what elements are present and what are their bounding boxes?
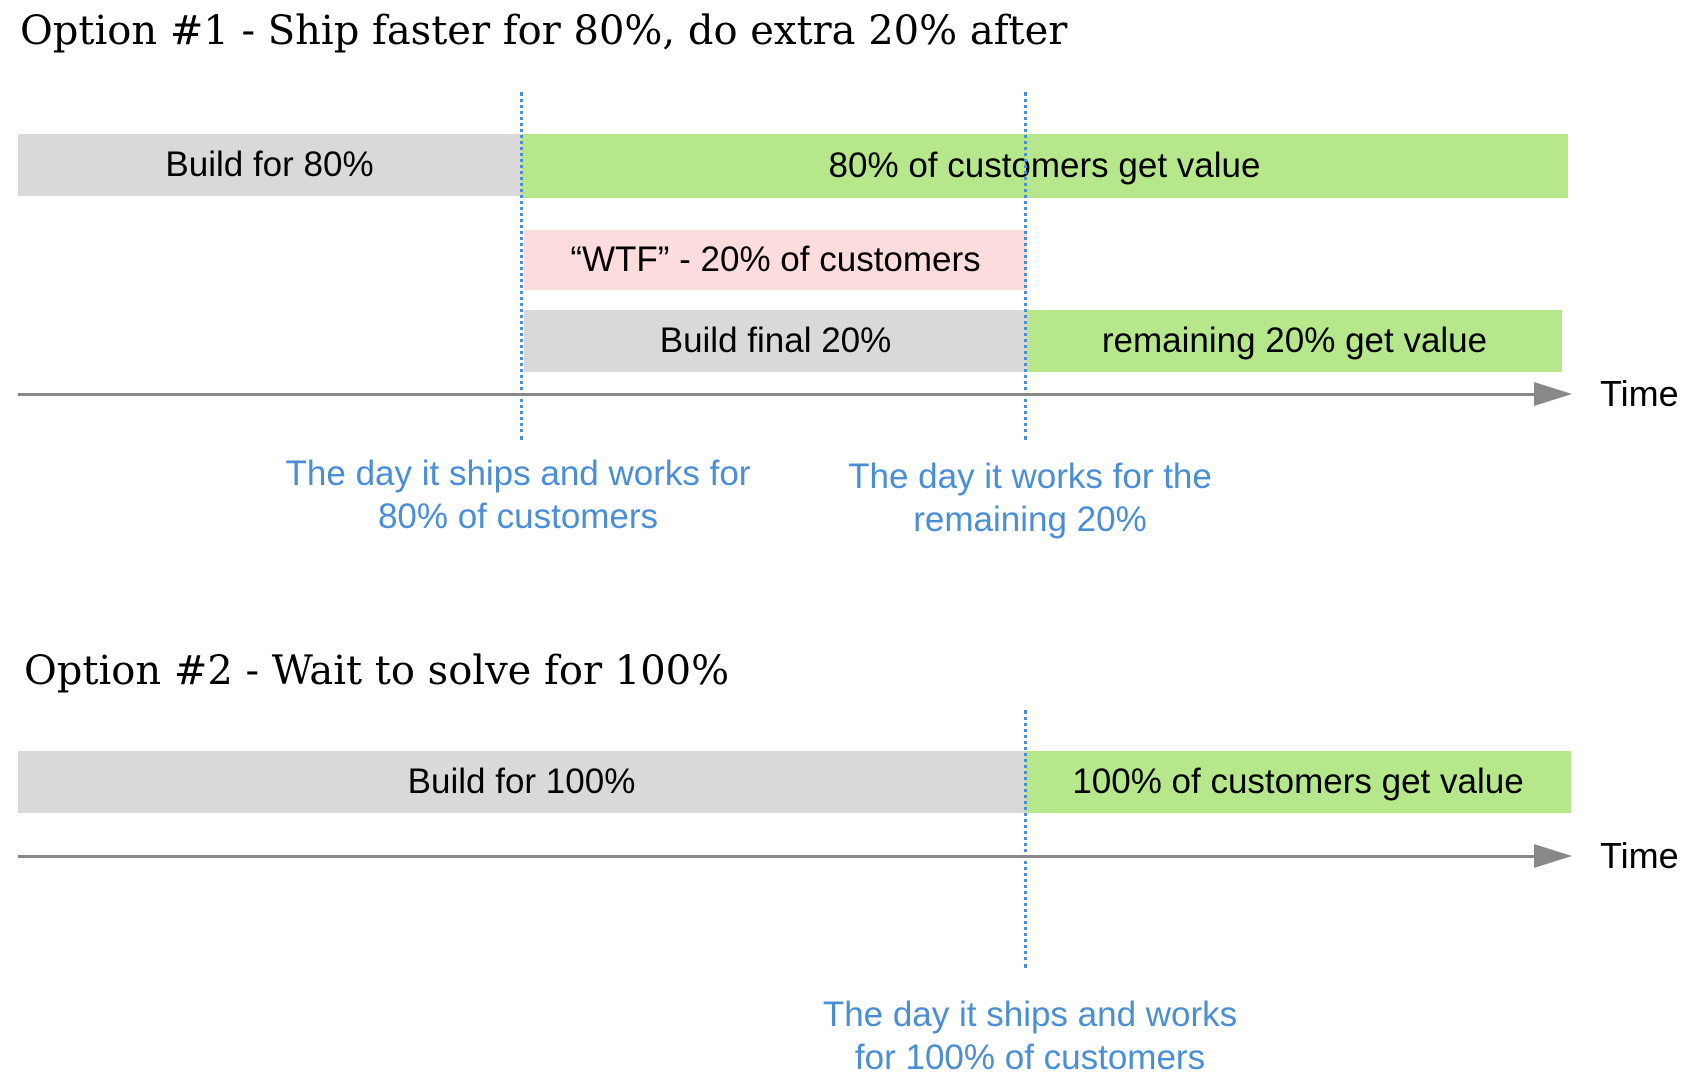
time-axis-1-label: Time bbox=[1600, 373, 1679, 414]
build-80-label: Build for 80% bbox=[165, 145, 374, 184]
milestone-ship-100-line bbox=[1024, 710, 1027, 968]
ship-day-annotation: The day it ships and works for 80% of cu… bbox=[268, 452, 768, 538]
build-100-label: Build for 100% bbox=[407, 762, 636, 801]
wtf-label: “WTF” - 20% of customers bbox=[570, 240, 981, 279]
ship-day-line-2: 80% of customers bbox=[377, 497, 659, 536]
value-80-label: 80% of customers get value bbox=[828, 146, 1261, 185]
option2-title: Option #2 - Wait to solve for 100% bbox=[24, 648, 730, 694]
ship-day-line-1: The day it ships and works for bbox=[285, 454, 751, 493]
build-80-bar: Build for 80% bbox=[18, 134, 521, 196]
build-final-bar: Build final 20% bbox=[524, 310, 1027, 372]
milestone-ship-80-line bbox=[520, 92, 523, 440]
time-axis-1-arrow-icon bbox=[1534, 382, 1572, 406]
works-day-line-1: The day it works for the bbox=[848, 457, 1212, 496]
ship-100-annotation: The day it ships and works for 100% of c… bbox=[780, 993, 1280, 1079]
build-final-label: Build final 20% bbox=[659, 321, 892, 360]
time-axis-2 bbox=[18, 855, 1538, 858]
value-remaining-label: remaining 20% get value bbox=[1101, 321, 1488, 360]
time-axis-1 bbox=[18, 393, 1538, 396]
option1-title: Option #1 - Ship faster for 80%, do extr… bbox=[20, 8, 1068, 54]
value-100-label: 100% of customers get value bbox=[1072, 762, 1524, 801]
ship-100-line-1: The day it ships and works bbox=[822, 995, 1238, 1034]
milestone-works-20-line bbox=[1024, 92, 1027, 440]
value-remaining-bar: remaining 20% get value bbox=[1027, 310, 1562, 372]
ship-100-line-2: for 100% of customers bbox=[854, 1038, 1206, 1077]
works-day-line-2: remaining 20% bbox=[913, 500, 1147, 539]
wtf-bar: “WTF” - 20% of customers bbox=[524, 230, 1027, 290]
build-100-bar: Build for 100% bbox=[18, 751, 1025, 813]
value-100-bar: 100% of customers get value bbox=[1025, 751, 1571, 813]
time-axis-2-label: Time bbox=[1600, 835, 1679, 876]
works-day-annotation: The day it works for the remaining 20% bbox=[790, 455, 1270, 541]
value-80-bar: 80% of customers get value bbox=[521, 134, 1568, 198]
time-axis-2-arrow-icon bbox=[1534, 844, 1572, 868]
